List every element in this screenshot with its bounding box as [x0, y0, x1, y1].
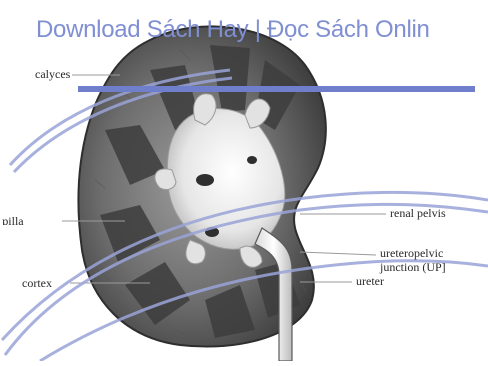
label-papilla: ɒilla — [2, 215, 24, 228]
label-calyces: calyces — [35, 68, 70, 81]
watermark-text: Download Sách Hay | Đọc Sách Onlin — [36, 16, 430, 44]
label-renal-pelvis: renal pelvis — [390, 207, 446, 220]
label-ureteropelvic-line2: junction (UP] — [380, 261, 446, 274]
label-ureter: ureter — [356, 275, 384, 288]
watermark-bar — [78, 86, 475, 92]
label-cortex: cortex — [22, 277, 52, 290]
label-ureteropelvic-line1: ureteropelvic — [380, 247, 443, 260]
